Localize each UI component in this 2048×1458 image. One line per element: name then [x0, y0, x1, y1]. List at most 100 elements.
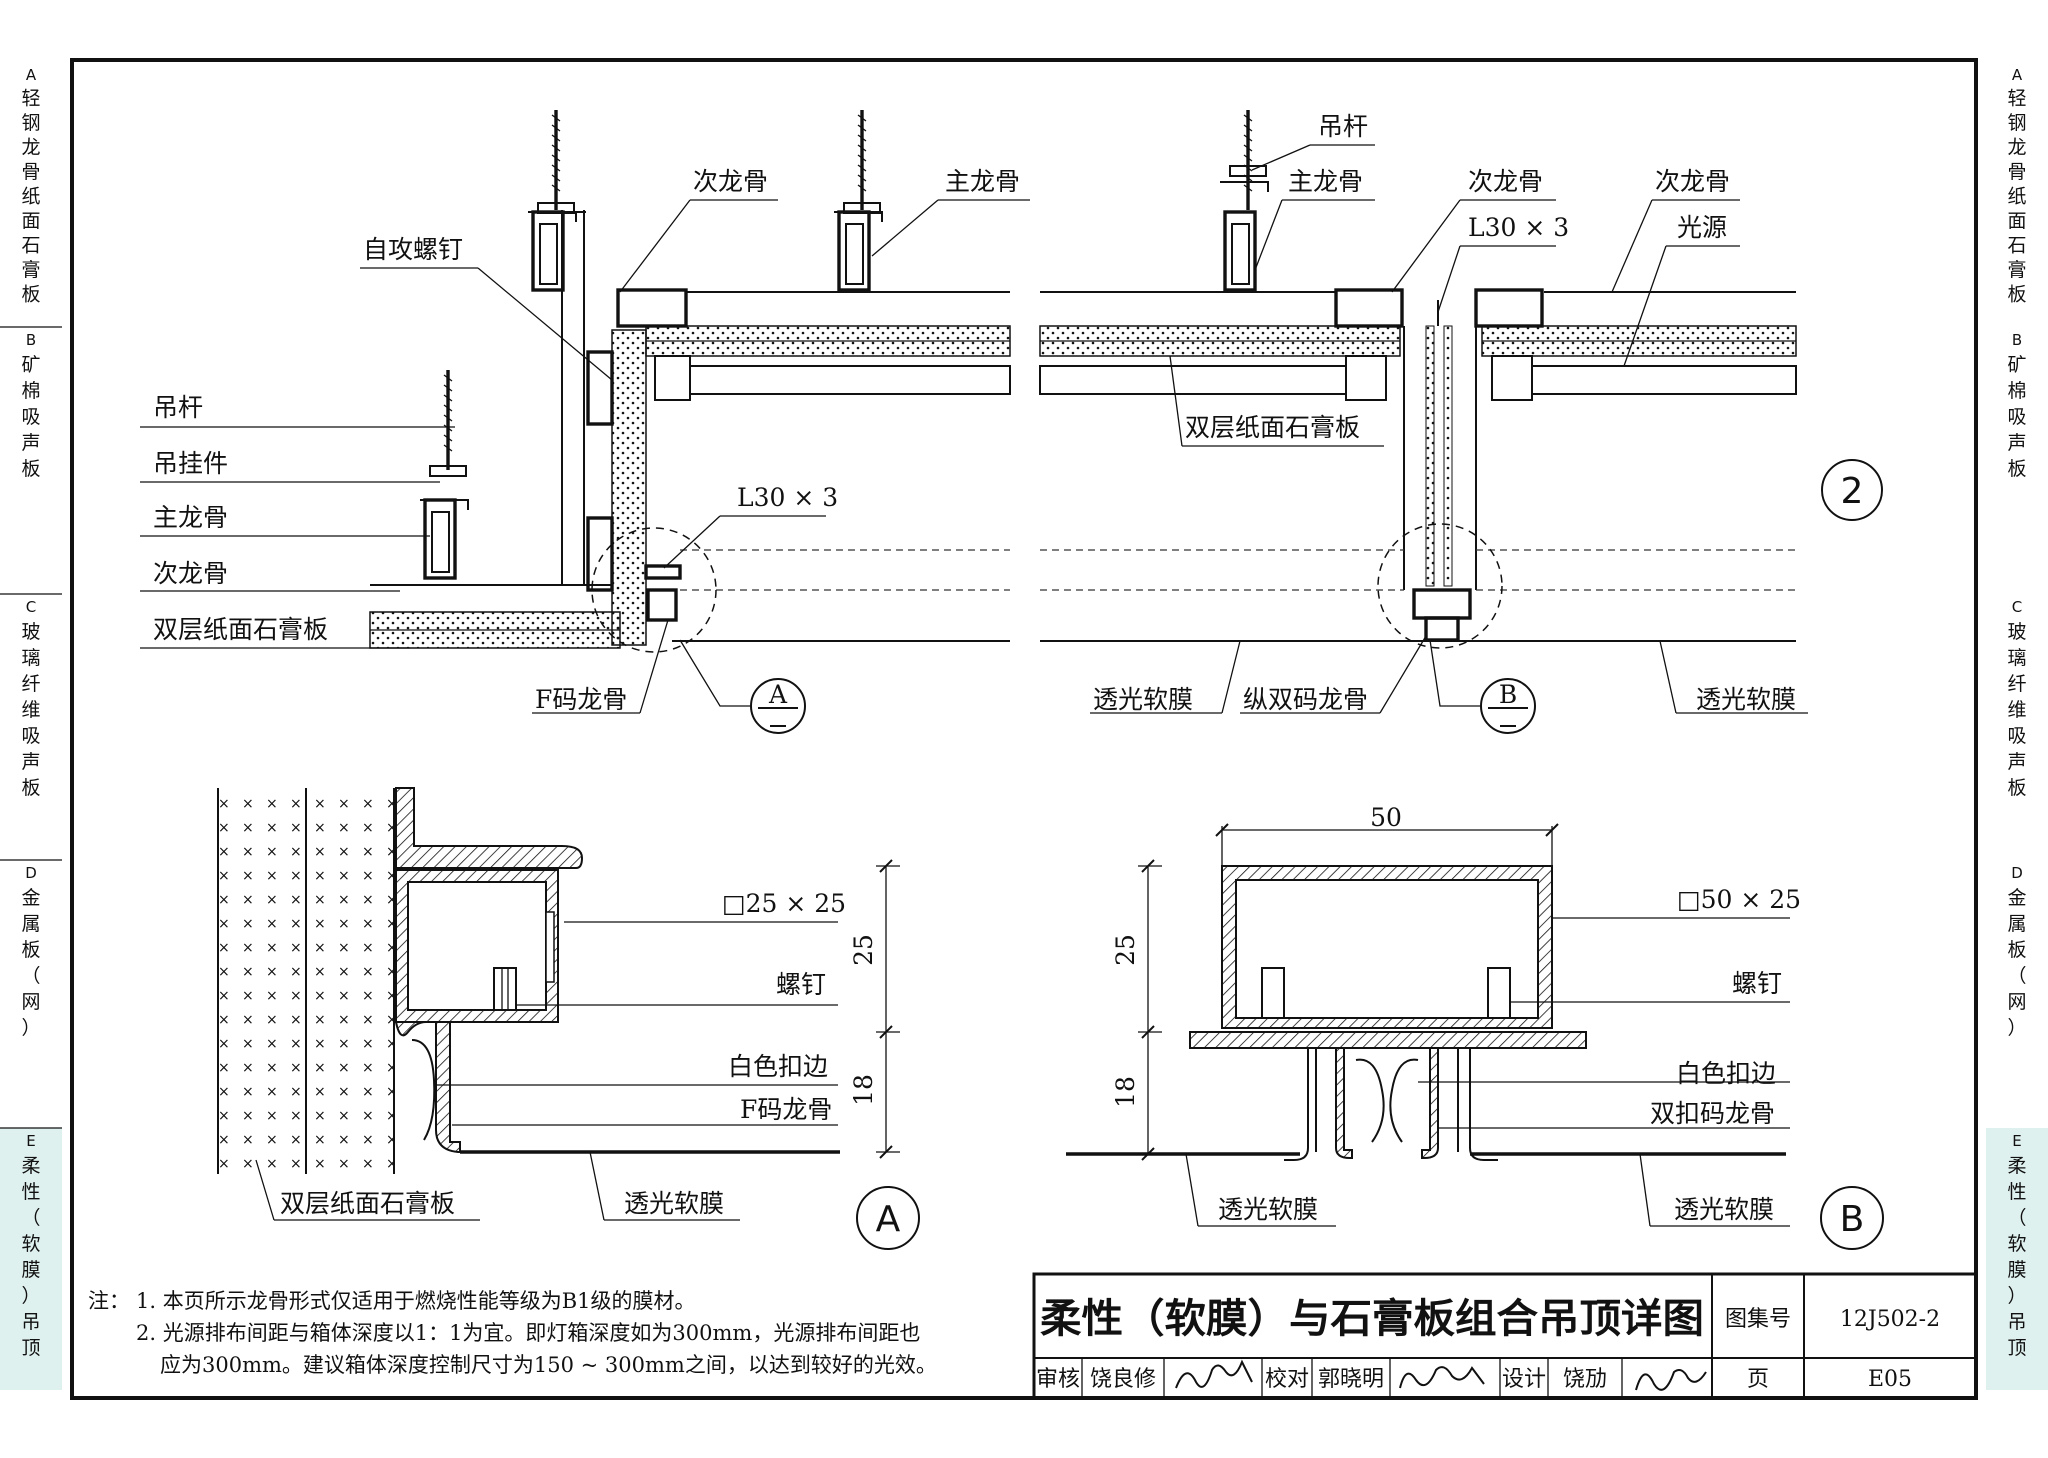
- side-tab-char: 玻: [2007, 621, 2026, 643]
- side-tab-letter: B: [2012, 331, 2022, 349]
- detail-b-mark-letter: B: [1840, 1199, 1865, 1240]
- side-tab-char: 棉: [2007, 380, 2026, 402]
- hanger-rod-left: [420, 370, 469, 580]
- side-tab-char: 顶: [21, 1337, 40, 1359]
- side-tab-char: 声: [2007, 751, 2026, 773]
- callout-b-letter: B: [1499, 680, 1517, 709]
- side-tab-char: 钢: [2007, 112, 2026, 134]
- check-label: 校对: [1265, 1367, 1309, 1392]
- side-tab-char: 声: [2007, 432, 2026, 454]
- detail-b-mark: [1820, 1186, 1884, 1250]
- side-tab-char: 轻: [2007, 88, 2026, 110]
- side-tab-char: 性: [21, 1181, 40, 1203]
- side-tab-char: 板: [21, 939, 40, 961]
- side-tab-letter: E: [2012, 1132, 2021, 1150]
- side-tab-char: 吊: [2007, 1311, 2026, 1333]
- side-tab-e-left[interactable]: E柔性（软膜）吊顶: [21, 1132, 40, 1359]
- label-self-tap-screw: 自攻螺钉: [363, 235, 463, 264]
- side-tab-char: 纸: [21, 186, 40, 208]
- side-tab-char: 柔: [2007, 1155, 2026, 1177]
- dim-a-upper: 25: [849, 934, 878, 966]
- side-tab-char: 属: [2007, 913, 2026, 935]
- label-rod-2: 吊杆: [1318, 112, 1368, 141]
- label-board-left: 双层纸面石膏板: [153, 615, 328, 644]
- side-tab-char: 轻: [21, 88, 40, 110]
- side-tab-letter: E: [26, 1132, 35, 1150]
- dim-b-lower: 18: [1111, 1076, 1140, 1108]
- side-tab-char: ）: [2007, 1017, 2026, 1039]
- label-sub-keel-2a: 次龙骨: [1468, 167, 1543, 196]
- side-tab-char: （: [2007, 965, 2026, 987]
- side-tab-char: （: [2007, 1207, 2026, 1229]
- label-edge-a: 白色扣边: [728, 1052, 828, 1081]
- side-tab-char: 板: [2007, 939, 2026, 961]
- side-tab-char: 性: [2007, 1181, 2026, 1203]
- label-tube-a: □25 × 25: [722, 889, 846, 918]
- detail-a-mark-letter: A: [876, 1199, 901, 1240]
- detail-1-section: A 吊杆 吊挂件 主龙骨 次龙骨 双层纸面石膏板 自攻螺钉 次龙骨 主龙骨 L3…: [140, 110, 1030, 734]
- label-angle-1: L30 × 3: [737, 483, 838, 512]
- side-tab-letter: A: [26, 66, 37, 84]
- side-tab-char: 骨: [21, 161, 40, 183]
- callout-a-letter: A: [768, 680, 788, 709]
- side-tab-char: 骨: [2007, 161, 2026, 183]
- hanger-rod-2: [1220, 110, 1269, 292]
- side-tab-char: 吸: [21, 725, 40, 747]
- hanger-rod-mid: [528, 110, 586, 586]
- tube-25x25: [407, 881, 547, 1011]
- label-f-keel-1: F码龙骨: [535, 685, 627, 714]
- side-tab-char: 龙: [2007, 137, 2026, 159]
- page-number: E05: [1868, 1367, 1912, 1392]
- hanger-rod-right: [834, 110, 883, 292]
- label-board-2: 双层纸面石膏板: [1185, 413, 1360, 442]
- side-tab-char: 膜: [2007, 1259, 2026, 1281]
- side-tab-char: 顶: [2007, 1337, 2026, 1359]
- side-tab-char: （: [21, 1207, 40, 1229]
- tab-e-left-bg: [0, 1128, 62, 1390]
- side-tab-char: 维: [21, 699, 40, 721]
- label-film-2-right: 透光软膜: [1696, 685, 1796, 714]
- review-label: 审核: [1036, 1367, 1080, 1392]
- label-main-keel-top: 主龙骨: [945, 167, 1020, 196]
- side-tab-char: 板: [2007, 284, 2026, 306]
- side-tab-char: 面: [21, 210, 40, 232]
- label-hanger: 吊挂件: [153, 449, 228, 478]
- side-tab-char: 吸: [2007, 406, 2026, 428]
- side-tab-letter: B: [26, 331, 36, 349]
- side-tab-char: 网: [2007, 991, 2026, 1013]
- label-f-keel-a: F码龙骨: [740, 1095, 832, 1124]
- tab-e-right-bg: [1986, 1128, 2048, 1390]
- section-number-circle: [1821, 459, 1883, 521]
- side-tab-char: 软: [2007, 1233, 2026, 1255]
- side-tab-char: 石: [2007, 235, 2026, 257]
- side-tab-char: ）: [2007, 1285, 2026, 1307]
- notes: 注： 1. 本页所示龙骨形式仅适用于燃烧性能等级为B1级的膜材。 2. 光源排布…: [88, 1289, 937, 1377]
- callout-a: [750, 678, 806, 734]
- label-edge-b: 白色扣边: [1676, 1059, 1776, 1088]
- sheet-frame: [70, 58, 1978, 1400]
- side-tab-char: （: [21, 965, 40, 987]
- reviewer-signature: [1175, 1359, 1253, 1389]
- label-rod-left: 吊杆: [153, 393, 203, 422]
- side-tab-char: 板: [2007, 458, 2026, 480]
- side-tab-char: 璃: [2007, 647, 2026, 669]
- side-tab-char: 面: [2007, 210, 2026, 232]
- note-2: 2. 光源排布间距与箱体深度以1：1为宜。即灯箱深度如为300mm，光源排布间距…: [136, 1321, 920, 1345]
- side-tab-e-right[interactable]: E柔性 （ 软膜 ） 吊顶: [2007, 1132, 2026, 1359]
- side-tab-char: 板: [21, 458, 40, 480]
- atlas-number: 12J502-2: [1840, 1307, 1940, 1332]
- side-tab-char: 柔: [21, 1155, 40, 1177]
- side-tab-char: 板: [2007, 777, 2026, 799]
- side-tab-char: 膜: [21, 1259, 40, 1281]
